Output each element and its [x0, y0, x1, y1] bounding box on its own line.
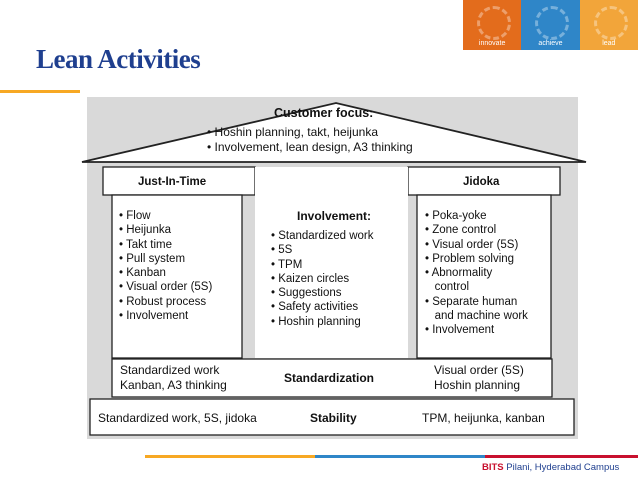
footer-rule-orange — [145, 455, 315, 458]
right-pillar-list: Poka-yoke Zone control Visual order (5S)… — [425, 209, 528, 338]
stability-label: Stability — [310, 411, 357, 425]
slide-title: Lean Activities — [36, 44, 201, 74]
stability-left: Standardized work, 5S, jidoka — [98, 411, 257, 425]
list-item-continuation: control — [434, 281, 470, 294]
list-item: Involvement, lean design, A3 thinking — [207, 140, 413, 155]
banner-segment-lead: lead — [579, 0, 638, 50]
list-item: TPM — [271, 258, 373, 272]
list-item: Safety activities — [271, 300, 373, 314]
title-underline — [0, 90, 80, 93]
center-list: Standardized work 5S TPM Kaizen circles … — [271, 229, 373, 329]
gear-icon — [535, 6, 570, 40]
list-item: Zone control — [425, 223, 528, 237]
list-item: Kaizen circles — [271, 272, 373, 286]
left-pillar-heading: Just-In-Time — [138, 176, 207, 188]
banner-word: lead — [602, 40, 616, 47]
list-item: Kanban — [119, 266, 212, 280]
list-item: Involvement — [119, 309, 212, 323]
list-item: Suggestions — [271, 286, 373, 300]
list-item: Abnormality — [425, 266, 528, 280]
list-item: Hoshin planning, takt, heijunka — [207, 125, 413, 140]
footer-campus-name: Pilani, Hyderabad Campus — [503, 462, 620, 473]
standardization-left-line1: Standardized work — [120, 363, 220, 377]
stability-band — [89, 398, 575, 436]
stability-right: TPM, heijunka, kanban — [422, 411, 545, 425]
roof-heading: Customer focus: — [274, 106, 374, 120]
list-item: Involvement — [425, 323, 528, 337]
center-heading: Involvement: — [297, 209, 372, 223]
left-pillar-header — [102, 166, 256, 196]
footer-rule-red — [485, 455, 638, 458]
list-item: Robust process — [119, 295, 212, 309]
gear-icon — [593, 6, 628, 40]
footer-org: BITS — [482, 462, 504, 473]
list-item: Heijunka — [119, 223, 212, 237]
list-item: Pull system — [119, 252, 212, 266]
list-item: Visual order (5S) — [425, 238, 528, 252]
list-item: Problem solving — [425, 252, 528, 266]
standardization-label: Standardization — [284, 371, 375, 385]
roof-bullets: Hoshin planning, takt, heijunka Involvem… — [207, 125, 413, 154]
list-item: 5S — [271, 243, 373, 257]
left-pillar-list: Flow Heijunka Takt time Pull system Kanb… — [119, 209, 212, 323]
footer-campus: BITS Pilani, Hyderabad Campus — [482, 462, 619, 473]
standardization-right-line1: Visual order (5S) — [434, 363, 524, 377]
standardization-band — [111, 358, 553, 398]
banner-word: achieve — [538, 40, 563, 47]
standardization-left-line2: Kanban, A3 thinking — [120, 378, 227, 392]
right-pillar-header — [407, 166, 561, 196]
list-item: Hoshin planning — [271, 315, 373, 329]
right-pillar-heading: Jidoka — [463, 176, 500, 188]
list-item: Flow — [119, 209, 212, 223]
list-item-continuation: and machine work — [434, 310, 528, 323]
brand-banner: innovate achieve lead — [463, 0, 638, 50]
list-item: Visual order (5S) — [119, 280, 212, 294]
standardization-right-line2: Hoshin planning — [434, 378, 521, 392]
banner-word: innovate — [478, 40, 506, 47]
banner-segment-achieve: achieve — [521, 0, 580, 50]
list-item: Separate human — [425, 295, 528, 309]
list-item: Poka-yoke — [425, 209, 528, 223]
list-item: Standardized work — [271, 229, 373, 243]
footer-rule-blue — [315, 455, 485, 458]
banner-segment-innovate: innovate — [463, 0, 522, 50]
gear-icon — [477, 6, 511, 40]
list-item: Takt time — [119, 238, 212, 252]
